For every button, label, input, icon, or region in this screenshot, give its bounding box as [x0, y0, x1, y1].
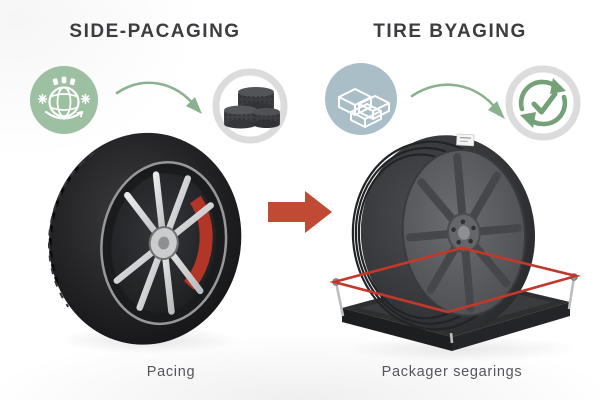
- right-arrow-icon: [268, 191, 332, 233]
- lug-holes: [451, 219, 476, 245]
- recycle-arrowhead: [550, 78, 566, 94]
- right-caption: Packager segarings: [381, 364, 523, 380]
- tire-stack-graphic: [224, 87, 280, 129]
- curved-arrow-icon: [410, 83, 505, 119]
- curved-arrow-shaft: [115, 81, 198, 109]
- brake-caliper: [183, 195, 213, 290]
- curved-arrow-icon: [115, 81, 202, 114]
- left-wheel-group: [48, 132, 242, 345]
- left-tire-image: [48, 132, 242, 345]
- right-tire-image: [330, 133, 582, 351]
- checkmark: [531, 91, 558, 115]
- curved-arrow-head: [186, 97, 202, 114]
- securing-frame: [330, 246, 582, 314]
- recycle-check-icon: [505, 65, 581, 141]
- recycle-arrowhead: [520, 112, 536, 128]
- curved-arrow-head: [488, 101, 505, 119]
- tire-label: [456, 133, 475, 147]
- left-caption: Pacing: [146, 364, 196, 380]
- curved-arrow-shaft: [410, 83, 500, 113]
- right-section-title: TIRE BYAGING: [373, 21, 527, 42]
- globe-eco-icon: [30, 66, 98, 134]
- globe-circle-bg: [30, 66, 98, 134]
- packaging-boxes-icon: [325, 63, 397, 135]
- recycle-arc-top: [518, 79, 560, 112]
- recycle-arc-bottom: [526, 94, 568, 127]
- stacked-tires-icon: [212, 68, 288, 144]
- left-section-title: SIDE-PACAGING: [69, 21, 241, 42]
- right-arrow-shape: [268, 191, 332, 233]
- right-wheel-group: [351, 133, 536, 334]
